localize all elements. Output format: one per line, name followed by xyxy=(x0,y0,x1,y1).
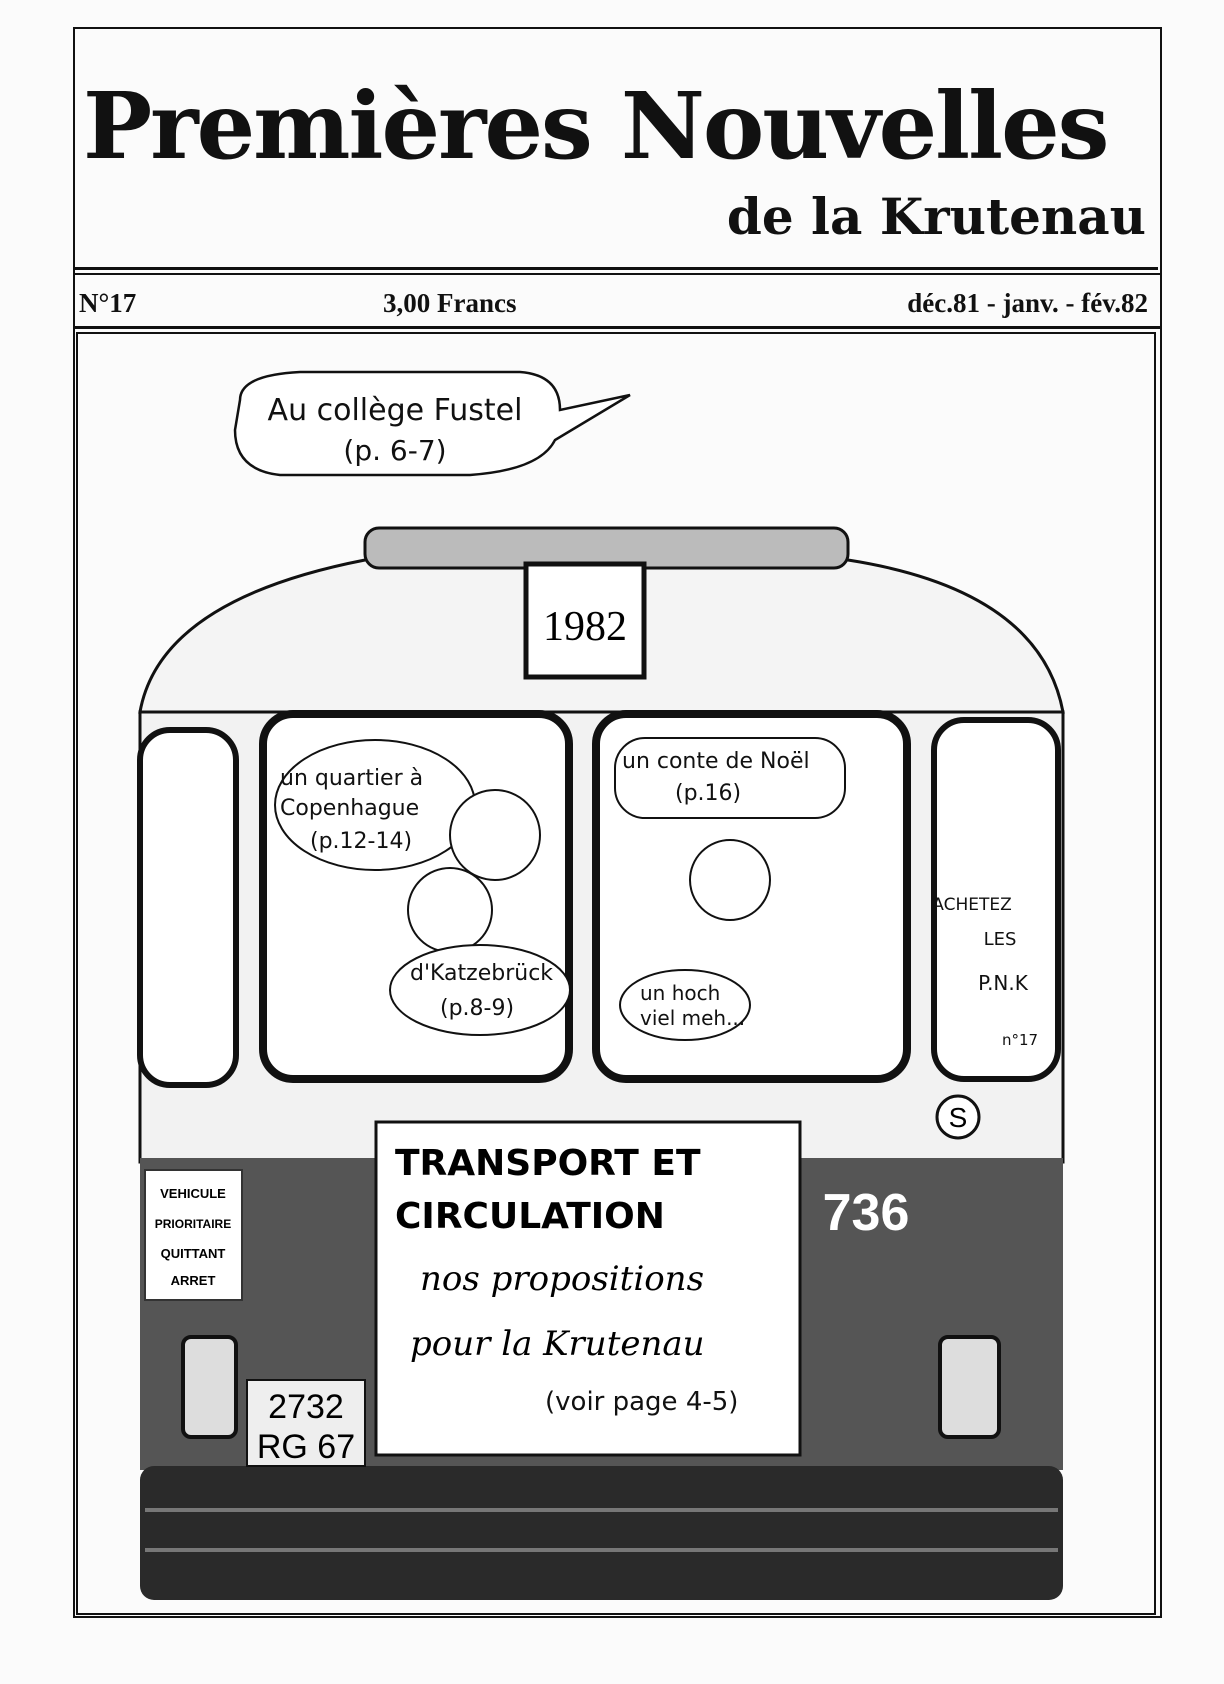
bubble-text: un conte de Noël xyxy=(622,749,810,774)
price: 3,00 Francs xyxy=(383,288,517,318)
left-side-window xyxy=(137,727,239,1088)
tail-light-right xyxy=(938,1335,1001,1439)
sign-text: QUITTANT xyxy=(161,1246,226,1261)
plate-text: 2732 xyxy=(268,1388,344,1426)
cover-frame xyxy=(73,27,1162,1618)
main-headline-sign xyxy=(374,1120,802,1457)
issue-info-line: N°17 3,00 Francs déc.81 - janv. - fév.82 xyxy=(73,288,1158,318)
bus-number: 736 xyxy=(823,1184,910,1242)
sign-text: ARRET xyxy=(171,1273,216,1288)
speech-bubble xyxy=(233,370,631,477)
destination-sign xyxy=(523,561,647,680)
year-sign: 1982 xyxy=(543,604,627,650)
magazine-subtitle: de la Krutenau xyxy=(726,187,1146,246)
headline-text: (voir page 4-5) xyxy=(545,1387,738,1417)
bubble-text: (p.16) xyxy=(675,781,741,806)
bus-bumper xyxy=(140,1466,1063,1600)
headline-text: nos propositions xyxy=(420,1259,704,1299)
sign-text: PRIORITAIRE xyxy=(155,1217,231,1231)
plate-text: RG 67 xyxy=(257,1428,355,1466)
speech-bubble xyxy=(389,944,571,1036)
sticker-text: ACHETEZ xyxy=(932,895,1012,915)
bubble-text: un hoch xyxy=(640,981,720,1005)
divider xyxy=(73,326,1160,329)
sticker-text: n°17 xyxy=(1002,1031,1038,1049)
stop-badge xyxy=(935,1094,981,1140)
sticker-text: LES xyxy=(984,929,1017,950)
cat-drawing xyxy=(449,789,541,881)
cat-drawing xyxy=(407,867,493,953)
bubble-text: Copenhague xyxy=(280,796,419,821)
headline-text: CIRCULATION xyxy=(395,1196,665,1237)
headline-text: pour la Krutenau xyxy=(410,1324,705,1364)
speech-bubble xyxy=(614,737,846,819)
bubble-text: Au collège Fustel xyxy=(268,393,523,428)
bubble-text: (p.12-14) xyxy=(310,829,412,854)
bubble-text: un quartier à xyxy=(280,766,423,791)
sticker-text: P.N.K xyxy=(978,971,1029,995)
license-plate xyxy=(246,1379,366,1467)
headline-text: TRANSPORT ET xyxy=(395,1143,701,1184)
bubble-text: d'Katzebrück xyxy=(410,961,553,986)
speech-bubble xyxy=(619,969,751,1041)
santa-drawing xyxy=(689,839,771,921)
masthead: Premières Nouvelles de la Krutenau xyxy=(73,27,1158,270)
issue-number: N°17 xyxy=(79,288,137,318)
right-side-window xyxy=(931,717,1061,1082)
bubble-text: viel meh... xyxy=(640,1006,745,1030)
issue-date: déc.81 - janv. - fév.82 xyxy=(907,288,1148,318)
magazine-title: Premières Nouvelles xyxy=(83,72,1109,180)
illustration-frame xyxy=(76,332,1156,1615)
tail-light-left xyxy=(181,1335,238,1439)
priority-sign xyxy=(144,1169,243,1301)
divider xyxy=(73,273,1160,275)
bubble-text: (p.8-9) xyxy=(440,996,514,1021)
sign-text: VEHICULE xyxy=(160,1186,226,1201)
bubble-text: (p. 6-7) xyxy=(343,434,446,467)
stop-badge-letter: S xyxy=(949,1102,968,1133)
